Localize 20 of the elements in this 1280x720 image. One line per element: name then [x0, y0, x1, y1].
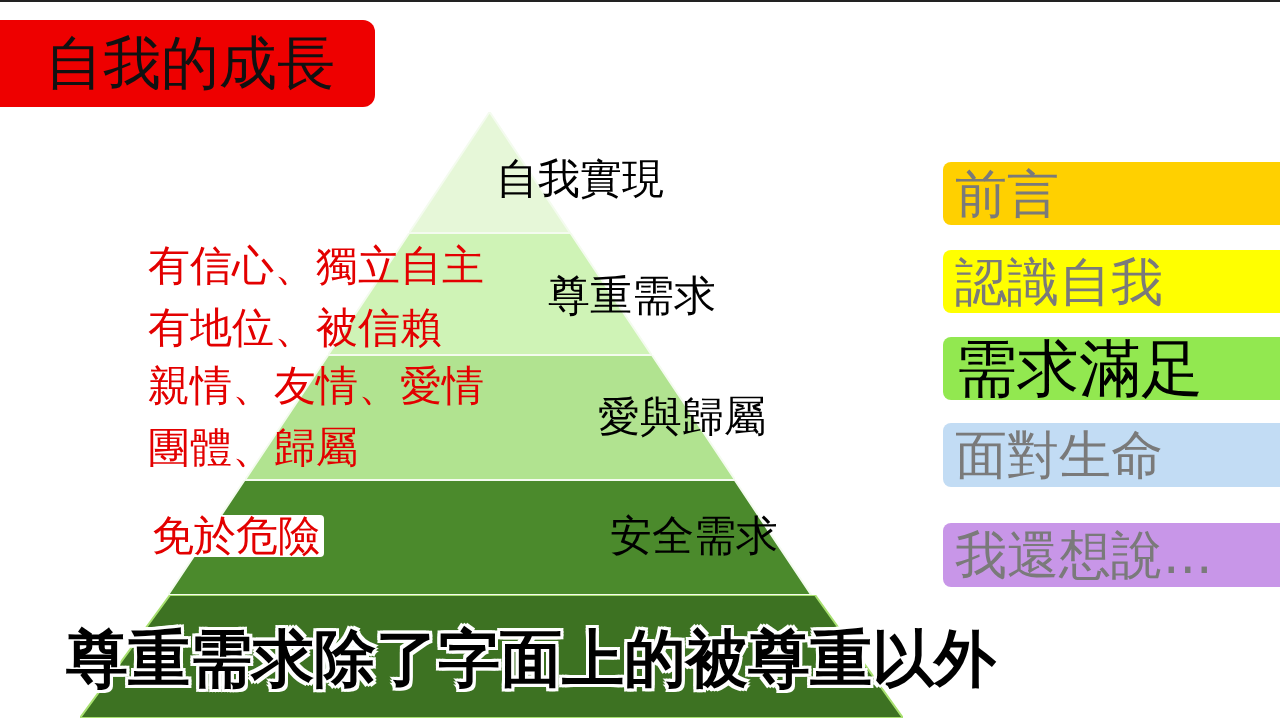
layer-label: 安全需求 [610, 515, 778, 557]
menu-tab [943, 250, 1280, 313]
tab-label: 我還想說... [955, 529, 1213, 581]
layer-label: 尊重需求 [548, 275, 716, 317]
menu-tab [943, 162, 1280, 225]
title-banner [0, 20, 375, 107]
note-text: 親情、友情、愛情 [148, 365, 484, 407]
tab-label: 面對生命 [955, 429, 1163, 481]
menu-tab [943, 337, 1280, 400]
tab-label: 前言 [955, 167, 1059, 220]
layer-label: 自我實現 [496, 158, 664, 200]
note-text: 有地位、被信賴 [148, 307, 442, 349]
title-text: 自我的成長 [45, 34, 335, 92]
note-text: 有信心、獨立自主 [148, 245, 484, 287]
tab-label: 需求滿足 [955, 337, 1203, 400]
tab-label: 認識自我 [955, 255, 1163, 308]
layer-label: 愛與歸屬 [598, 396, 766, 438]
menu-tab [943, 523, 1280, 587]
menu-tab [943, 423, 1280, 487]
note-text: 團體、歸屬 [148, 427, 358, 469]
